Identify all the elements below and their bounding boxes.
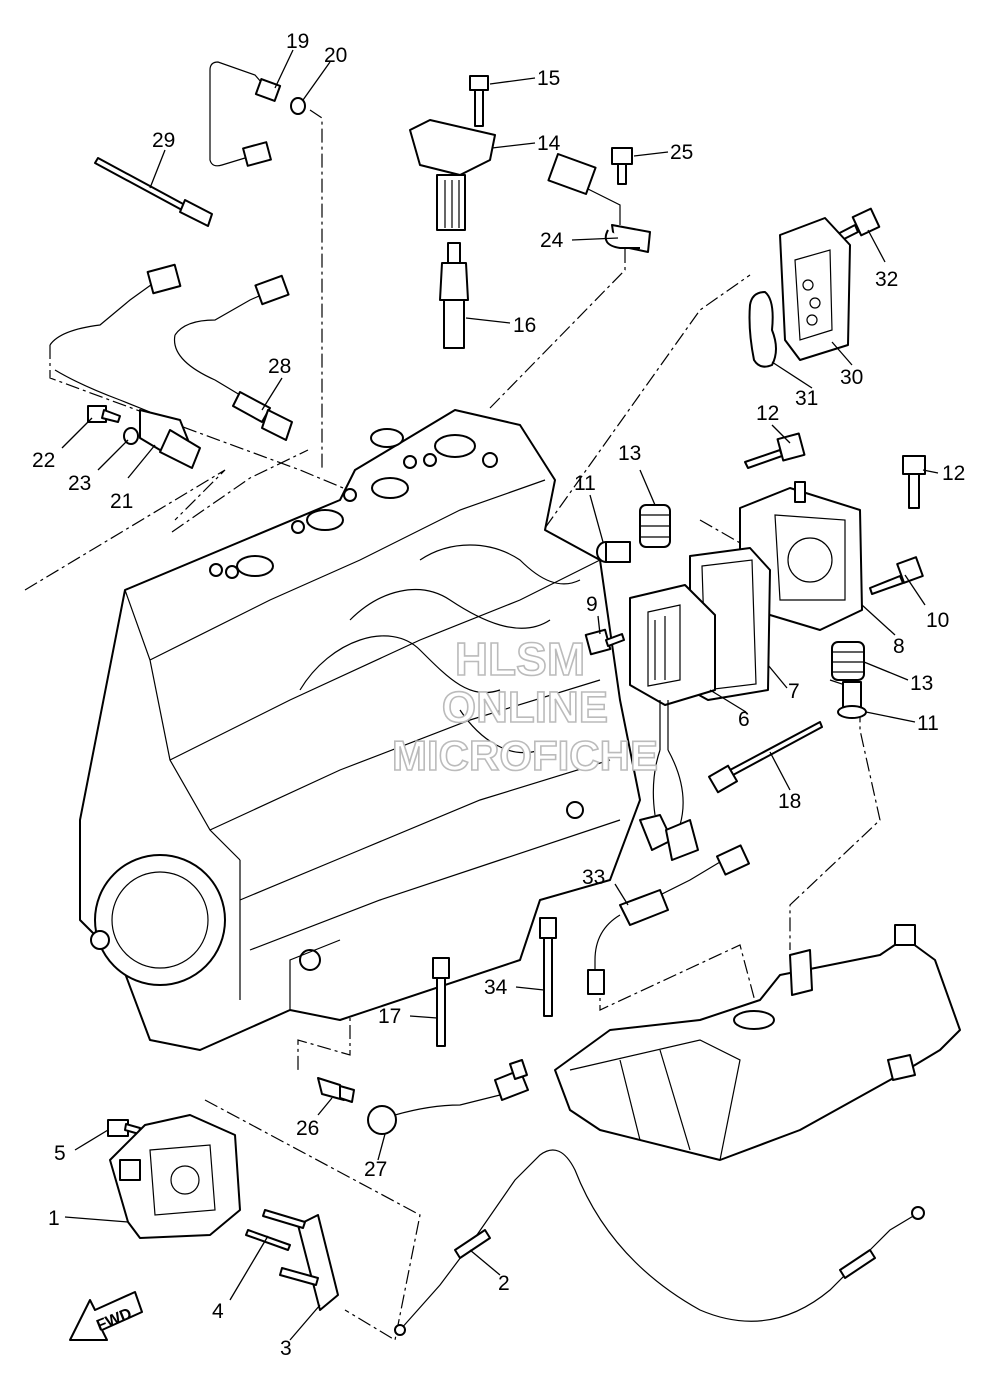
part-33-sensor bbox=[587, 844, 751, 995]
part-12-bolt-upper bbox=[744, 432, 806, 469]
callout-20: 20 bbox=[324, 44, 347, 67]
callout-34: 34 bbox=[484, 976, 508, 999]
part-27-knock-sensor bbox=[367, 1059, 529, 1135]
part-11-collar-upper bbox=[596, 541, 631, 563]
callout-11-lower: 11 bbox=[917, 712, 939, 735]
callout-15: 15 bbox=[537, 67, 560, 90]
part-4-pin bbox=[245, 1229, 291, 1251]
part-16-spark-plug bbox=[439, 242, 469, 349]
callout-29: 29 bbox=[152, 129, 175, 152]
leader-lines bbox=[61, 49, 939, 1341]
watermark-line-1: HLSM bbox=[455, 633, 585, 685]
callout-30: 30 bbox=[840, 366, 863, 389]
part-12-bolt-right bbox=[902, 455, 926, 509]
callout-2: 2 bbox=[498, 1272, 510, 1295]
control-unit-harness bbox=[639, 700, 699, 861]
part-29-bolt bbox=[94, 157, 213, 227]
callout-labels: 19 20 15 29 14 25 24 32 16 30 28 31 22 2… bbox=[32, 30, 965, 1360]
part-10-bolt bbox=[869, 556, 924, 595]
part-32-bolt bbox=[829, 207, 881, 245]
callout-26: 26 bbox=[296, 1117, 319, 1140]
callout-19: 19 bbox=[286, 30, 309, 53]
part-1-throttle-lever bbox=[109, 1114, 241, 1239]
fwd-arrow-icon: FWD bbox=[69, 1291, 143, 1341]
part-6-control-unit bbox=[629, 584, 716, 706]
callout-23: 23 bbox=[68, 472, 91, 495]
callout-10: 10 bbox=[926, 609, 949, 632]
part-31-gasket bbox=[748, 291, 777, 368]
callout-27: 27 bbox=[364, 1158, 387, 1181]
part-26-sensor bbox=[317, 1077, 355, 1103]
part-15-bolt bbox=[469, 75, 489, 127]
callout-22: 22 bbox=[32, 449, 55, 472]
callout-12-right: 12 bbox=[942, 462, 965, 485]
part-24-sensor bbox=[547, 153, 651, 253]
part-3-bracket bbox=[262, 1209, 339, 1311]
part-18-bolt bbox=[707, 721, 823, 794]
callout-11-upper: 11 bbox=[574, 472, 596, 495]
callout-13-lower: 13 bbox=[910, 672, 933, 695]
callout-17: 17 bbox=[378, 1005, 401, 1028]
part-25-bolt bbox=[611, 147, 633, 185]
part-22-bolt bbox=[87, 405, 121, 423]
callout-3: 3 bbox=[280, 1337, 292, 1360]
part-28-sensor bbox=[173, 274, 293, 441]
callout-32: 32 bbox=[875, 268, 898, 291]
part-30-cover bbox=[779, 217, 851, 361]
callout-7: 7 bbox=[788, 680, 800, 703]
part-13-grommet-lower bbox=[831, 641, 865, 681]
part-9-bolt bbox=[584, 628, 625, 656]
part-2-cable bbox=[394, 1149, 925, 1336]
callout-16: 16 bbox=[513, 314, 536, 337]
callout-24: 24 bbox=[540, 229, 564, 252]
connector-lines bbox=[24, 109, 881, 1341]
watermark-line-2: ONLINE bbox=[442, 683, 608, 732]
callout-31: 31 bbox=[795, 387, 818, 410]
callout-9: 9 bbox=[586, 593, 598, 616]
watermark-line-3: MICROFICHE bbox=[392, 732, 658, 779]
callout-8: 8 bbox=[893, 635, 905, 658]
callout-18: 18 bbox=[778, 790, 801, 813]
callout-6: 6 bbox=[738, 708, 750, 731]
part-11-collar-lower bbox=[837, 681, 867, 719]
exhaust-manifold bbox=[554, 924, 961, 1161]
callout-21: 21 bbox=[110, 490, 133, 513]
part-5-bolt bbox=[107, 1119, 141, 1137]
part-34-cable-tie bbox=[539, 917, 557, 1017]
part-14-ignition-coil bbox=[409, 119, 496, 231]
callout-33: 33 bbox=[582, 866, 605, 889]
part-17-cable-tie bbox=[432, 957, 450, 1047]
callout-13-upper: 13 bbox=[618, 442, 641, 465]
callout-25: 25 bbox=[670, 141, 693, 164]
callout-5: 5 bbox=[54, 1142, 66, 1165]
watermark: HLSM ONLINE MICROFICHE bbox=[391, 632, 659, 780]
callout-14: 14 bbox=[537, 132, 561, 155]
part-19-sensor bbox=[209, 61, 306, 167]
callout-28: 28 bbox=[268, 355, 291, 378]
callout-12-upper: 12 bbox=[756, 402, 779, 425]
callout-4: 4 bbox=[212, 1300, 224, 1323]
part-21-sensor bbox=[49, 263, 201, 469]
part-13-grommet-upper bbox=[639, 504, 671, 548]
callout-1: 1 bbox=[48, 1207, 60, 1230]
engine-block bbox=[79, 409, 641, 1051]
